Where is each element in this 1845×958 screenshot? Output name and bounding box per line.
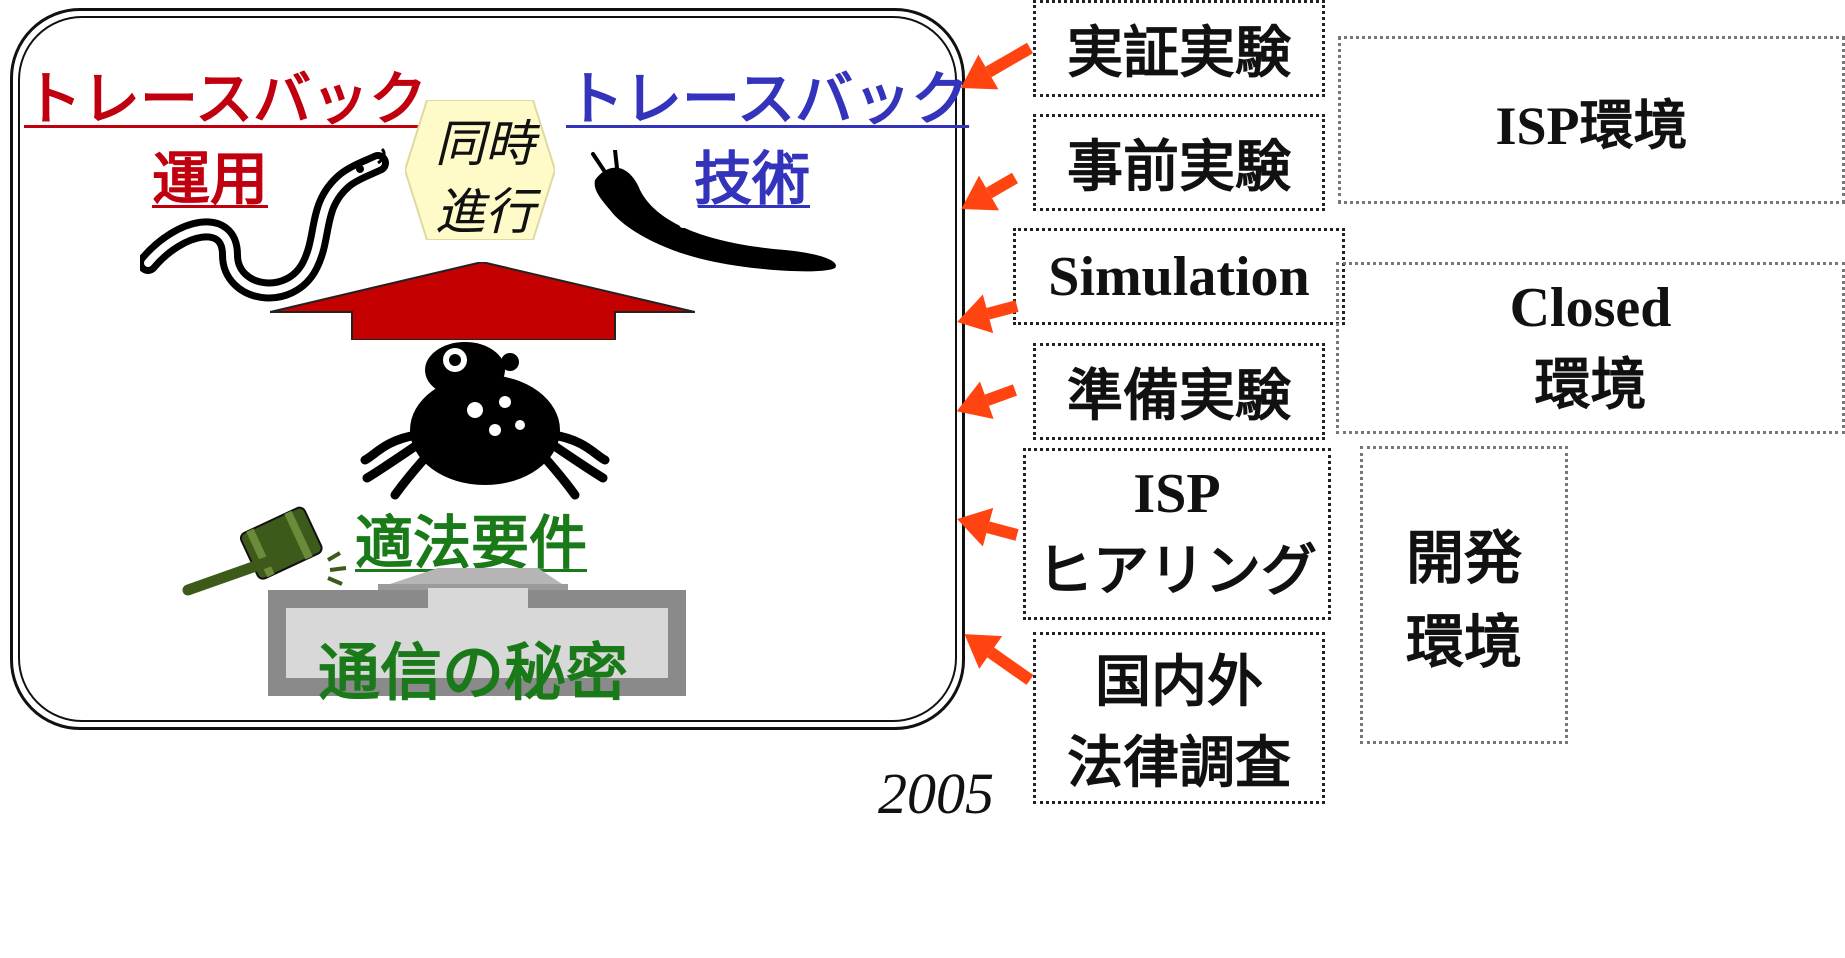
pointer-arrow-icon	[957, 507, 1019, 547]
pointer-arrow-icon	[957, 294, 1019, 334]
pointer-arrows	[956, 42, 1034, 685]
pointer-arrow-icon	[961, 172, 1018, 211]
step-preparatory-experiment: 準備実験	[1033, 343, 1325, 440]
legal-requirement-label: 適法要件	[355, 509, 588, 577]
concurrent-label-line2: 進行	[435, 183, 535, 241]
year-label: 2005	[878, 761, 994, 826]
secrecy-of-communication-label: 通信の秘密	[318, 636, 629, 709]
env-development: 開発 環境	[1360, 446, 1568, 744]
slug-icon	[591, 150, 836, 272]
step-demonstration-experiment: 実証実験	[1033, 0, 1325, 97]
frog-icon	[360, 342, 610, 500]
concurrent-label-line1: 同時	[435, 115, 535, 173]
step-legal-survey: 国内外 法律調査	[1033, 632, 1325, 804]
env-isp: ISP環境	[1338, 36, 1845, 204]
pedestal-icon	[268, 568, 686, 696]
up-arrow-icon	[270, 262, 695, 340]
step-simulation: Simulation	[1013, 228, 1345, 325]
technology-subtitle: 技術	[694, 145, 811, 213]
concurrent-hexagon	[405, 100, 555, 240]
technology-title: トレースバック	[566, 65, 970, 133]
step-isp-hearing: ISP ヒアリング	[1023, 448, 1331, 620]
operation-title: トレースバック	[24, 65, 428, 133]
pointer-arrow-icon	[960, 42, 1033, 90]
pointer-arrow-icon	[964, 634, 1034, 685]
step-pre-experiment: 事前実験	[1033, 114, 1325, 211]
pointer-arrow-icon	[956, 381, 1018, 420]
operation-subtitle: 運用	[152, 145, 269, 213]
main-panel	[10, 8, 965, 730]
env-closed: Closed 環境	[1336, 262, 1845, 434]
eel-icon	[140, 147, 389, 302]
